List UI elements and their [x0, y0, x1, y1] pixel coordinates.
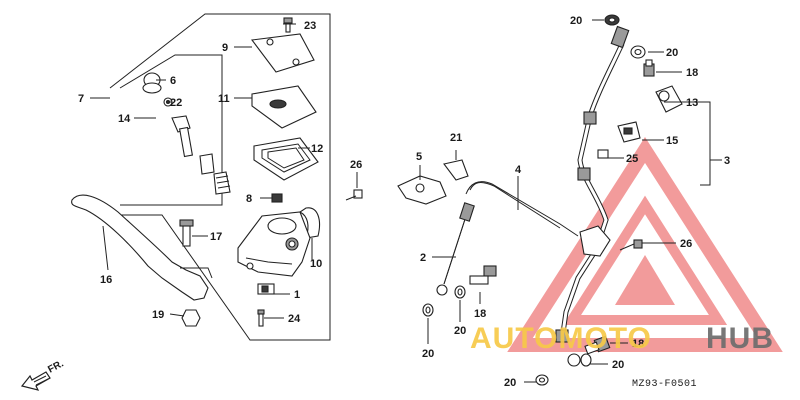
callout-20-left: 20 [422, 348, 434, 360]
piston-set [142, 72, 231, 195]
front-label: FR. [46, 358, 66, 375]
banjo-bolt-center [469, 265, 497, 285]
callout-18-top: 18 [686, 67, 698, 79]
master-cylinder-body [237, 211, 311, 277]
callout-20-center: 20 [454, 325, 466, 337]
sealing-washer-bottom [535, 374, 549, 386]
callout-labels: 23 9 11 12 8 10 1 24 7 14 6 22 16 17 19 … [78, 15, 730, 389]
leader-lines [90, 19, 722, 383]
callout-18-lower: 18 [632, 338, 644, 350]
callout-15: 15 [666, 135, 678, 147]
callout-1: 1 [294, 289, 300, 301]
bracket-clip [271, 193, 283, 203]
hose-fitting [655, 85, 683, 113]
callout-20-top: 20 [570, 15, 582, 27]
brake-pipe [465, 181, 579, 237]
brake-hose-upper [555, 25, 630, 367]
callout-3: 3 [724, 155, 730, 167]
callout-20-lower-right: 20 [612, 359, 624, 371]
brake-lever [71, 194, 213, 301]
holder-bolt [597, 149, 609, 159]
watermark-text: AUTOMOTO HUB [470, 322, 774, 355]
diaphragm [253, 137, 319, 181]
callout-20-bottom: 20 [504, 377, 516, 389]
callout-24: 24 [288, 313, 301, 325]
callout-16: 16 [100, 274, 112, 286]
cap-screw [283, 17, 293, 33]
reservoir-cap [250, 33, 315, 73]
master-cylinder-frame [109, 13, 331, 341]
front-direction-indicator: FR. [20, 358, 66, 391]
callout-21: 21 [450, 132, 462, 144]
sealing-washer-lower-right [580, 353, 592, 367]
callout-26-left: 26 [350, 159, 362, 171]
sealing-washer-upper-right [630, 45, 646, 59]
watermark-word-primary: AUTOMOTO [470, 322, 652, 355]
callout-8: 8 [246, 193, 252, 205]
hose-bracket [397, 175, 447, 205]
callout-26-right: 26 [680, 238, 692, 250]
callout-18-center: 18 [474, 308, 486, 320]
callout-11: 11 [218, 93, 230, 105]
brake-light-switch [257, 283, 275, 295]
callout-9: 9 [222, 42, 228, 54]
banjo-bolt-top [643, 59, 655, 77]
callout-10: 10 [310, 258, 322, 270]
joint-bolt [619, 239, 643, 251]
diaphragm-plate [251, 85, 317, 129]
banjo-bolt-lower [584, 335, 611, 355]
callout-17: 17 [210, 231, 222, 243]
callout-25: 25 [626, 153, 638, 165]
watermark-logo-triangle [507, 137, 783, 352]
switch-screw [257, 309, 265, 327]
callout-12: 12 [311, 143, 323, 155]
hose-holder [617, 121, 641, 143]
callout-23: 23 [304, 20, 316, 32]
sealing-washer-center [454, 285, 466, 299]
callout-22: 22 [170, 97, 182, 109]
bracket-bolt [345, 189, 363, 201]
callout-19: 19 [152, 309, 164, 321]
pivot-bolt [179, 219, 194, 247]
diagram-code: MZ93-F0501 [632, 379, 697, 390]
brake-hose-lower [436, 202, 475, 296]
sealing-washer-left [422, 303, 434, 317]
callout-4: 4 [515, 164, 522, 176]
callout-5: 5 [416, 151, 422, 163]
callout-7: 7 [78, 93, 84, 105]
hose-clip [443, 159, 469, 181]
front-arrow-icon [20, 371, 51, 391]
callout-6: 6 [170, 75, 176, 87]
callout-20-upper-right: 20 [666, 47, 678, 59]
callout-14: 14 [118, 113, 131, 125]
callout-2: 2 [420, 252, 426, 264]
watermark-word-secondary: HUB [706, 322, 774, 355]
sealing-washer-top [604, 14, 620, 26]
callout-13: 13 [686, 97, 698, 109]
pivot-nut [181, 309, 201, 327]
